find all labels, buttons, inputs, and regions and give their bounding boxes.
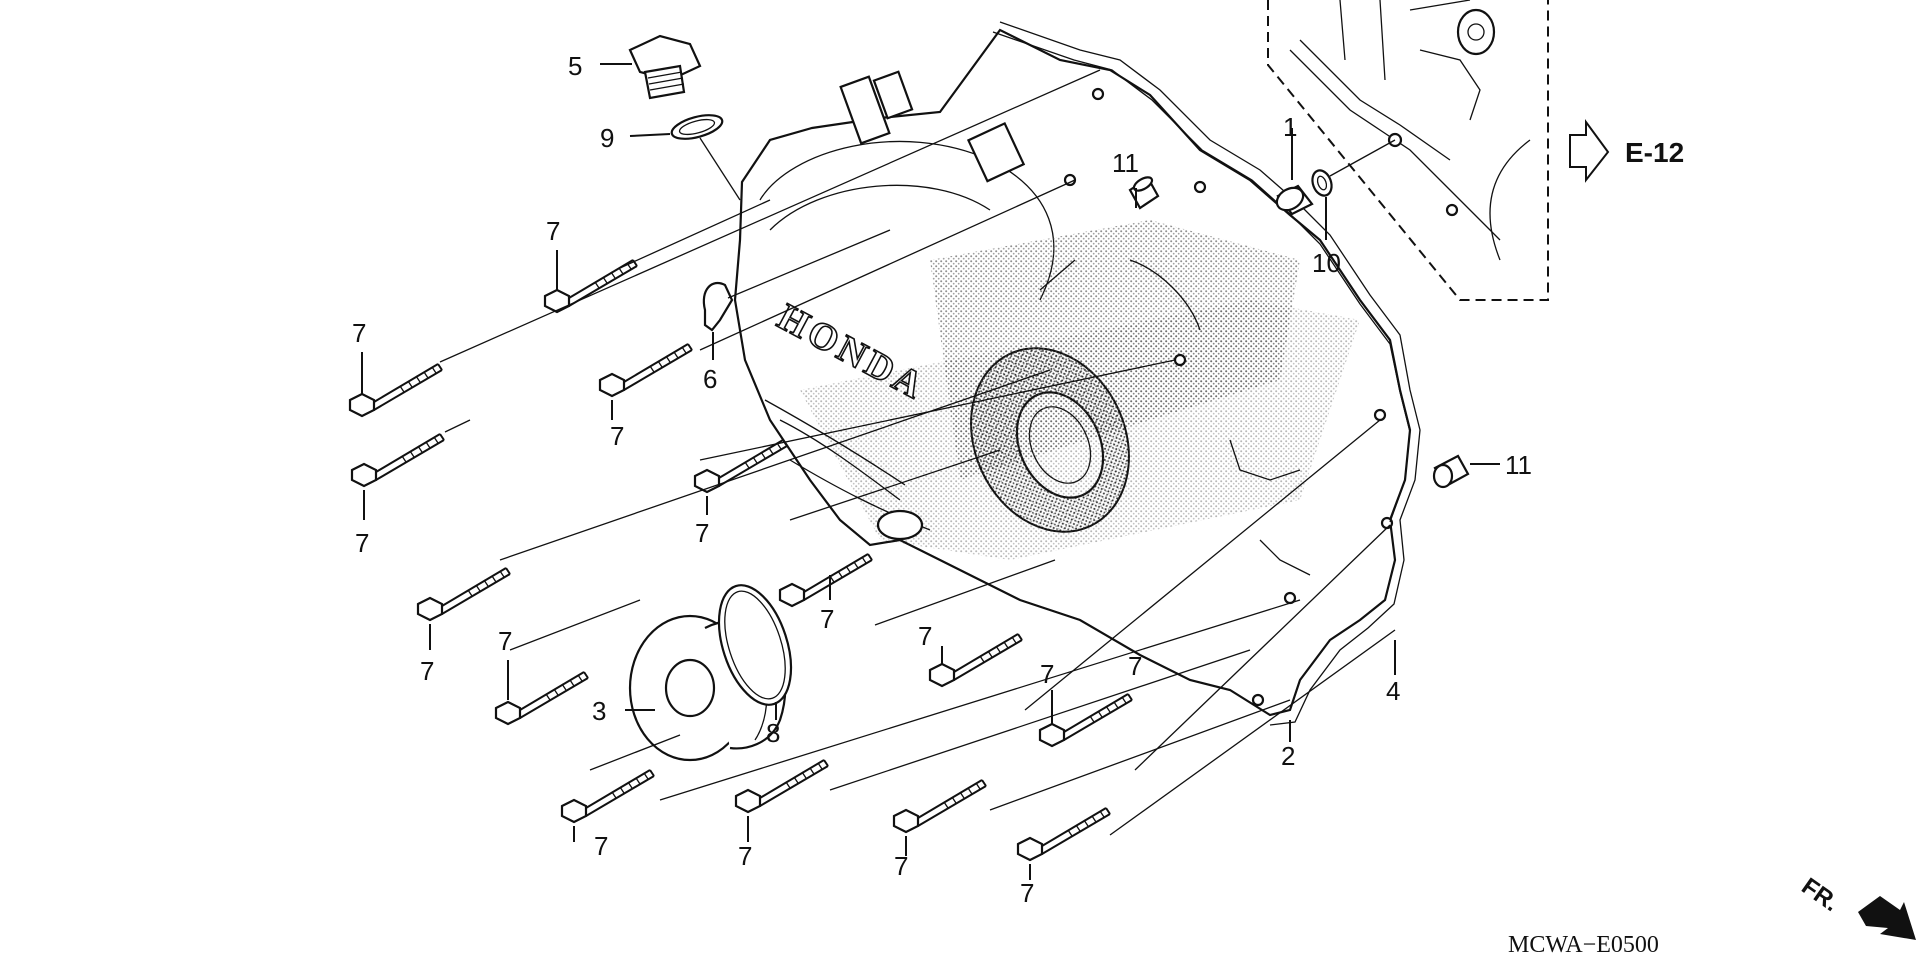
callout-7: 7 (498, 626, 512, 656)
bolt (693, 438, 789, 515)
callout-7: 7 (420, 656, 434, 686)
callout-4: 4 (1386, 676, 1400, 706)
callout-7: 7 (738, 841, 752, 871)
reference-arrow[interactable]: E-12 (1569, 118, 1684, 183)
callout-5: 5 (568, 51, 582, 81)
washer-10 (1311, 139, 1396, 240)
oil-filler-cap (600, 34, 702, 100)
callout-7: 7 (1040, 659, 1054, 689)
bolt (348, 352, 444, 418)
callout-2: 2 (1281, 741, 1295, 771)
front-arrow-icon (1858, 896, 1916, 940)
callout-7: 7 (894, 851, 908, 881)
gasket (992, 21, 1421, 726)
crankcase-cover (733, 28, 1412, 717)
bolt (778, 552, 874, 608)
plug-1 (1275, 128, 1314, 216)
bolt (416, 566, 512, 650)
bolt (734, 758, 830, 842)
callout-7: 7 (352, 318, 366, 348)
inset-panel (1267, 0, 1549, 301)
o-ring-9 (629, 114, 741, 201)
bolt (598, 342, 694, 420)
callout-7: 7 (820, 604, 834, 634)
callout-7: 7 (355, 528, 369, 558)
alignment-lines (439, 69, 1396, 836)
diagram-code: MCWA−E0500 (1508, 932, 1659, 958)
front-label: FR. (1797, 873, 1844, 917)
bolt (350, 432, 446, 520)
callout-9: 9 (600, 123, 614, 153)
callout-6: 6 (703, 364, 717, 394)
bolt (928, 632, 1024, 688)
leader-lines (1039, 188, 1396, 742)
callout-11: 11 (1112, 148, 1139, 178)
callouts: 5 9 7 7 6 7 7 7 7 7 7 3 8 7 7 7 7 7 7 7 … (352, 51, 1532, 908)
reference-label[interactable]: E-12 (1625, 137, 1684, 168)
dowel-pin-right (1432, 454, 1500, 489)
callout-7: 7 (695, 518, 709, 548)
front-direction-indicator: FR. (1797, 873, 1916, 940)
callout-8: 8 (766, 718, 780, 748)
callout-11: 11 (1505, 450, 1532, 480)
bolt (543, 250, 639, 314)
bolt (892, 778, 988, 856)
callout-7: 7 (610, 421, 624, 451)
callout-7: 7 (918, 621, 932, 651)
bolt (560, 768, 656, 842)
wire-clamp (702, 229, 891, 360)
callout-1: 1 (1283, 112, 1297, 142)
bolt (1038, 690, 1134, 748)
bolts (348, 250, 1134, 880)
callout-10: 10 (1312, 248, 1341, 278)
callout-7: 7 (1128, 651, 1142, 681)
callout-7: 7 (1020, 878, 1034, 908)
bolt (1016, 806, 1112, 880)
callout-7: 7 (546, 216, 560, 246)
callout-3: 3 (592, 696, 606, 726)
o-ring-8 (717, 584, 793, 720)
bolt (494, 660, 590, 726)
callout-7: 7 (594, 831, 608, 861)
